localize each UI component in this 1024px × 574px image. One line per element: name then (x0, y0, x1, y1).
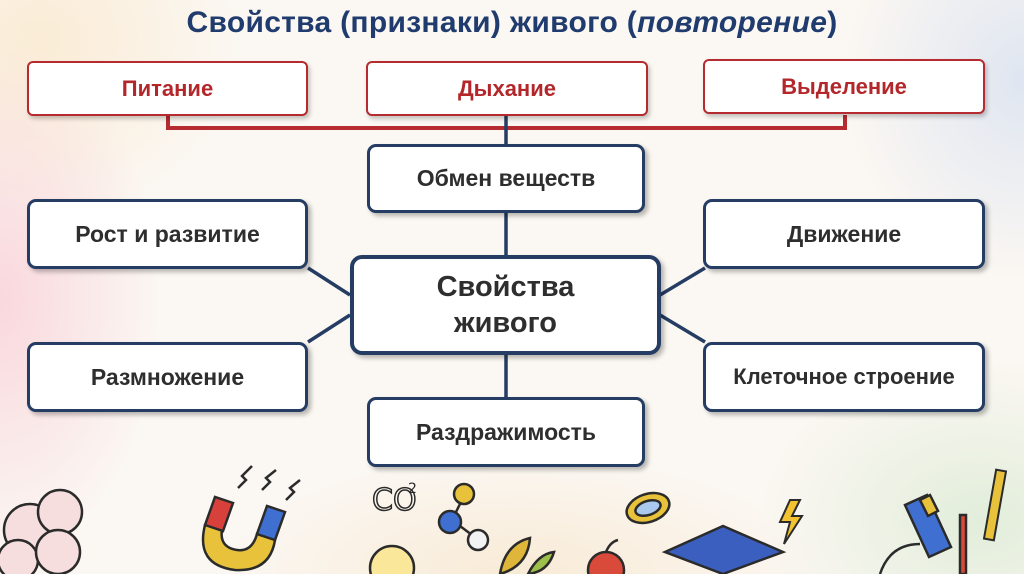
node-irritability: Раздражимость (367, 397, 645, 467)
node-cellular-structure-label: Клеточное строение (733, 364, 955, 389)
node-excretion-label: Выделение (781, 73, 907, 99)
node-excretion: Выделение (703, 59, 985, 114)
node-center-line1: Свойства (436, 271, 575, 303)
node-nutrition: Питание (27, 61, 308, 116)
molecule-icon (437, 482, 490, 552)
microscope-icon (878, 493, 968, 574)
node-growth: Рост и развитие (27, 199, 308, 269)
node-cellular-structure: Клеточное строение (703, 342, 985, 412)
title-main: Свойства (признаки) живого ( (186, 6, 638, 39)
petri-dish-icon (625, 491, 671, 525)
magnet-icon (201, 465, 301, 572)
node-center-line2: живого (454, 307, 557, 339)
co2-text: CO (372, 483, 417, 518)
node-growth-label: Рост и развитие (75, 220, 260, 247)
node-irritability-label: Раздражимость (415, 418, 597, 445)
apple-icon (586, 538, 626, 574)
ruler-icon (982, 468, 1008, 542)
node-respiration: Дыхание (366, 61, 648, 116)
node-respiration-label: Дыхание (458, 75, 556, 101)
node-metabolism-label: Обмен веществ (416, 165, 596, 191)
co2-subscript: 2 (408, 481, 417, 497)
cloud-icon (0, 488, 84, 574)
node-metabolism: Обмен веществ (367, 144, 645, 213)
node-movement: Движение (703, 199, 985, 269)
lightning-icon (778, 499, 804, 545)
node-reproduction: Размножение (27, 342, 308, 412)
lightbulb-icon (368, 544, 416, 574)
node-movement-label: Движение (786, 220, 902, 247)
node-center: Свойства живого (350, 255, 661, 355)
blue-connectors (307, 116, 706, 397)
node-nutrition-label: Питание (121, 75, 214, 101)
leaf-icon (498, 536, 556, 574)
page-title: Свойства (признаки) живого (повторение) (0, 6, 1024, 40)
title-end: ) (827, 6, 838, 39)
title-italic: повторение (637, 6, 828, 39)
graduation-cap-icon (661, 524, 787, 574)
node-reproduction-label: Размножение (90, 363, 245, 390)
